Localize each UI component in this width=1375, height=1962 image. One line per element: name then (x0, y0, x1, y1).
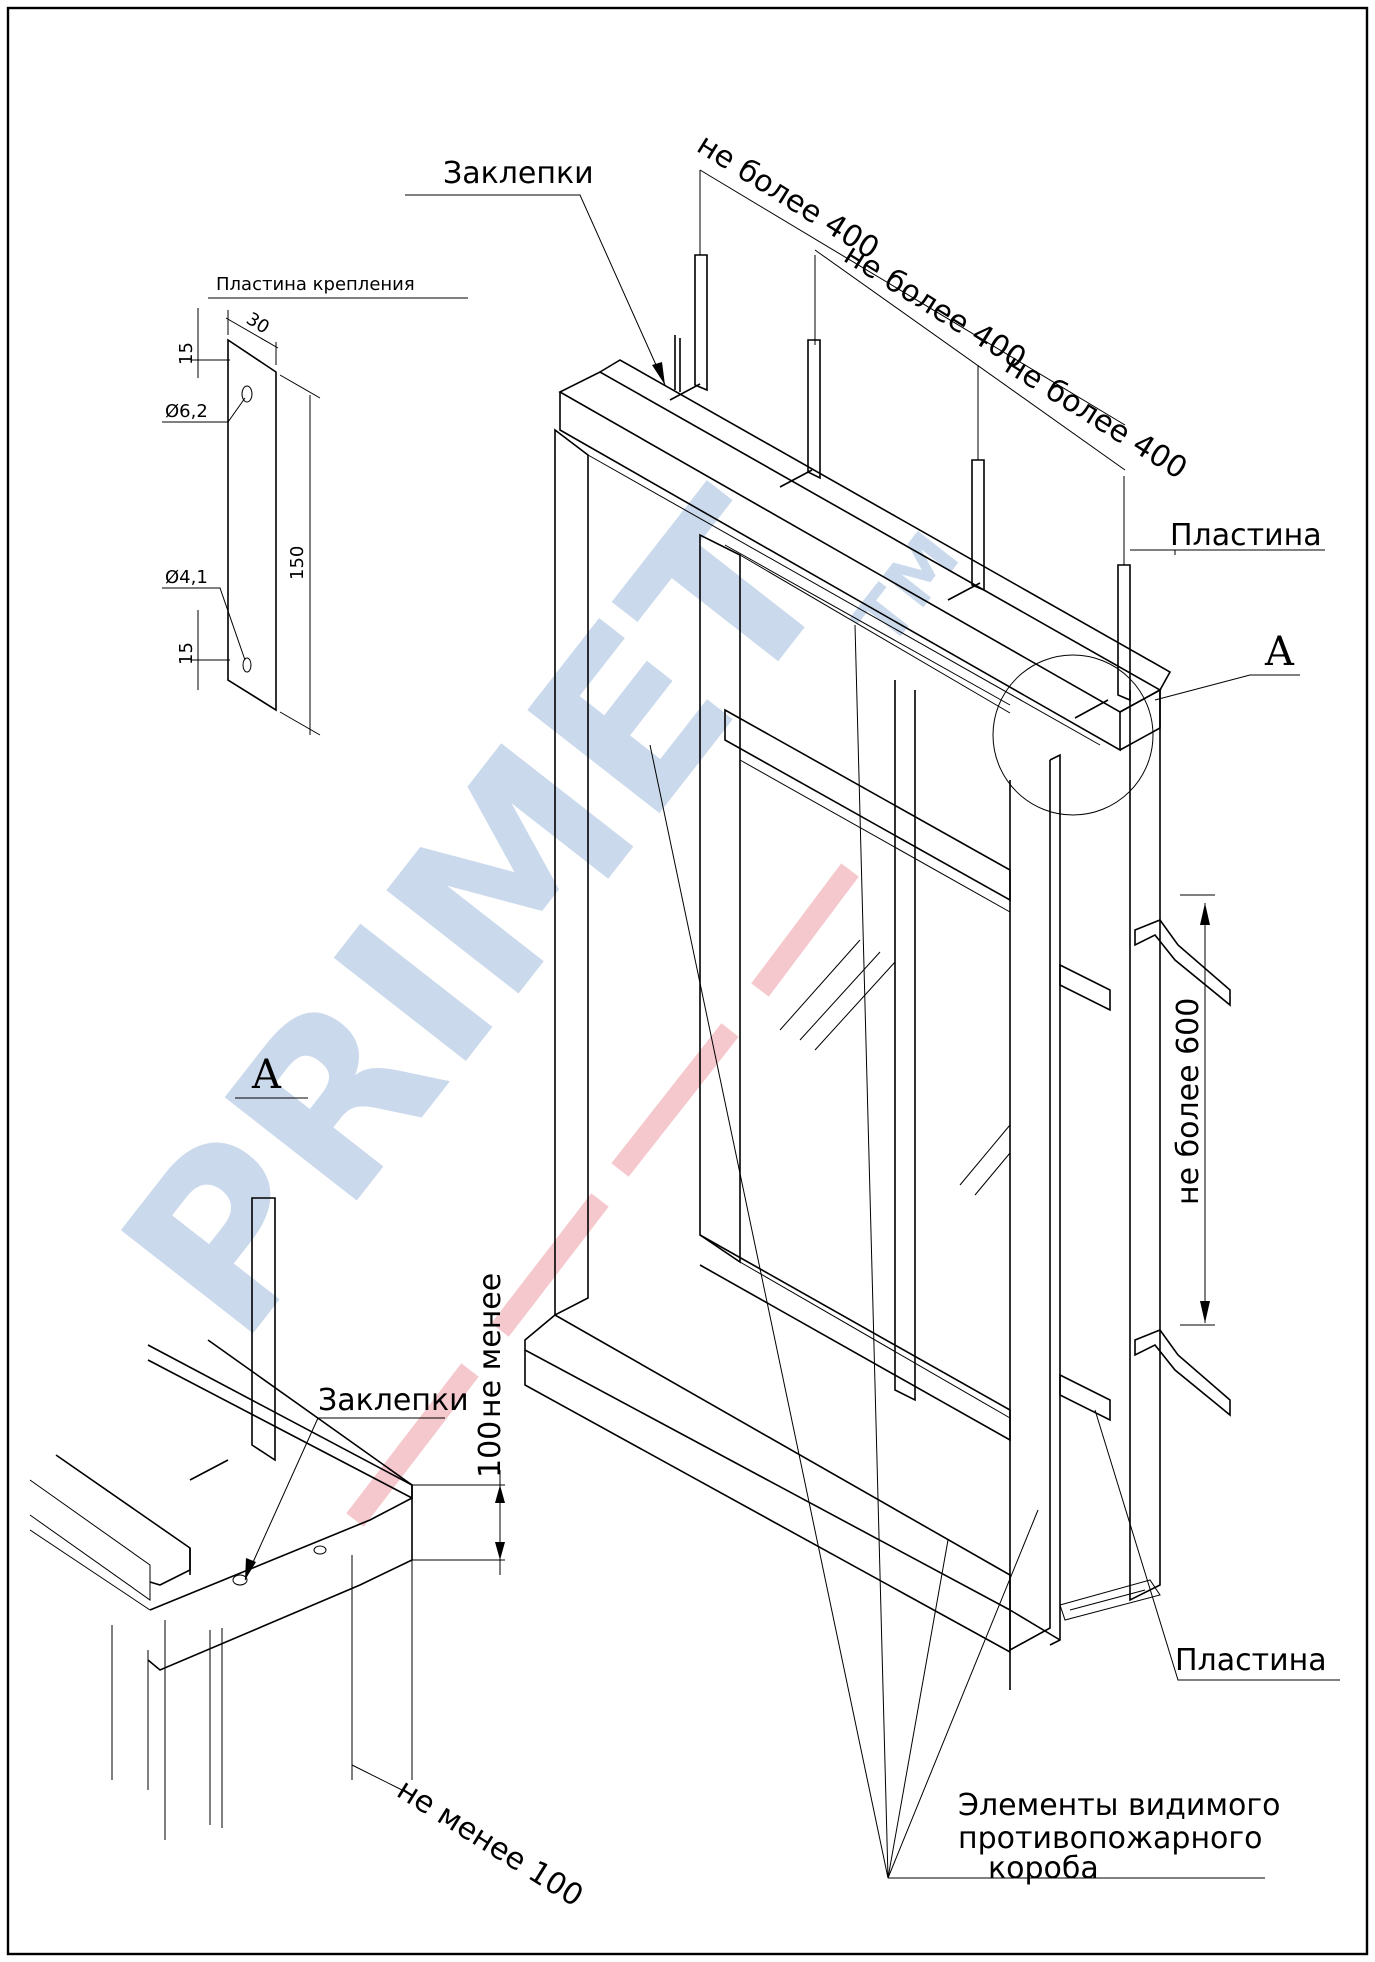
label-plate-top: Пластина (1170, 518, 1322, 553)
top-rivets (669, 383, 1109, 719)
dim-plate-edge-top: 15 (176, 342, 197, 365)
dim-min-depth-horizontal: не менее 100 (391, 1772, 589, 1914)
top-dimension-chain (699, 169, 1126, 565)
dim-vertical-spacing: не более 600 (1171, 998, 1206, 1205)
dim-spacing-2: не более 400 (838, 237, 1032, 377)
window-box-isometric (524, 254, 1231, 1690)
dim-min-depth-vertical-value: 100 (473, 1421, 508, 1478)
label-box-elements-1: Элементы видимого (958, 1788, 1281, 1823)
label-box-elements-2: противопожарного (958, 1821, 1263, 1856)
label-rivets-top: Заклепки (443, 156, 594, 191)
fixing-plate-detail: Пластина крепления 30 150 15 15 Ø6,2 Ø4,… (162, 274, 468, 736)
dim-plate-edge-bottom: 15 (176, 642, 197, 665)
watermark-stripes (346, 863, 859, 1527)
dim-hole-small: Ø4,1 (165, 567, 208, 588)
dim-plate-width: 30 (242, 308, 273, 338)
box-elements-leaders (649, 624, 1265, 1879)
label-view-a-title: A (251, 1052, 282, 1098)
dim-hole-large: Ø6,2 (165, 401, 208, 422)
dim-spacing-3: не более 400 (999, 347, 1193, 487)
label-fix-plate-title: Пластина крепления (216, 274, 415, 295)
dim-plate-length: 150 (287, 546, 308, 580)
label-box-elements-3: короба (988, 1851, 1099, 1886)
view-a-circle (992, 654, 1154, 816)
dim-min-depth-vertical-text: не менее (473, 1273, 508, 1418)
side-fixing-plates (1059, 919, 1231, 1422)
top-fixing-plates (674, 254, 1131, 702)
drawing-frame (6, 6, 1369, 1956)
label-plate-bottom: Пластина (1175, 1643, 1327, 1678)
watermark-text: PRIMET (73, 452, 883, 1384)
label-rivets-detail: Заклепки (318, 1383, 469, 1418)
label-view-a-marker: A (1264, 629, 1295, 675)
